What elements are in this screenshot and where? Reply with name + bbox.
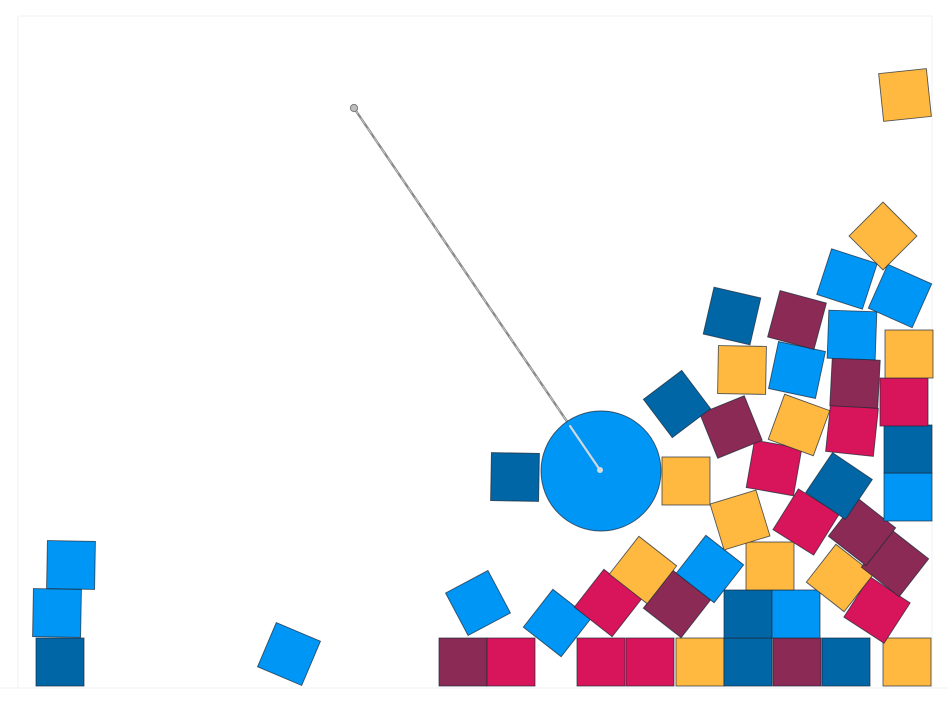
- block[interactable]: [829, 357, 881, 409]
- block[interactable]: [642, 369, 712, 439]
- block[interactable]: [675, 637, 725, 687]
- ball-attachment-point: [597, 467, 603, 473]
- block[interactable]: [576, 637, 626, 687]
- block[interactable]: [522, 588, 592, 658]
- block[interactable]: [848, 201, 918, 271]
- block[interactable]: [723, 637, 773, 687]
- block-pile: [32, 68, 934, 687]
- block[interactable]: [826, 309, 878, 361]
- block[interactable]: [745, 541, 795, 591]
- block[interactable]: [768, 341, 826, 399]
- pivot-anchor-icon[interactable]: [349, 103, 359, 113]
- rope-end-segment: [568, 424, 602, 472]
- block[interactable]: [444, 569, 512, 637]
- block[interactable]: [825, 403, 879, 457]
- block[interactable]: [699, 395, 763, 459]
- block[interactable]: [883, 424, 933, 474]
- block[interactable]: [709, 489, 771, 551]
- block[interactable]: [608, 535, 678, 605]
- block[interactable]: [702, 286, 762, 346]
- block[interactable]: [438, 637, 488, 687]
- block[interactable]: [772, 637, 822, 687]
- block[interactable]: [816, 248, 878, 310]
- block[interactable]: [805, 543, 875, 613]
- block[interactable]: [884, 329, 934, 379]
- block[interactable]: [256, 621, 322, 687]
- block[interactable]: [882, 637, 932, 687]
- block[interactable]: [35, 637, 85, 687]
- block[interactable]: [867, 263, 933, 329]
- block[interactable]: [883, 472, 933, 522]
- block[interactable]: [767, 393, 831, 457]
- block[interactable]: [717, 345, 767, 395]
- block[interactable]: [46, 540, 96, 590]
- block[interactable]: [771, 589, 821, 639]
- block[interactable]: [490, 452, 540, 502]
- pendulum-rope-highlight: [353, 107, 601, 471]
- block[interactable]: [625, 637, 675, 687]
- block[interactable]: [661, 456, 711, 506]
- block[interactable]: [879, 377, 929, 427]
- block[interactable]: [805, 452, 873, 520]
- block[interactable]: [32, 588, 82, 638]
- block[interactable]: [745, 439, 803, 497]
- block[interactable]: [767, 290, 827, 350]
- block[interactable]: [723, 589, 773, 639]
- block[interactable]: [486, 637, 536, 687]
- block[interactable]: [821, 637, 871, 687]
- block[interactable]: [878, 68, 932, 122]
